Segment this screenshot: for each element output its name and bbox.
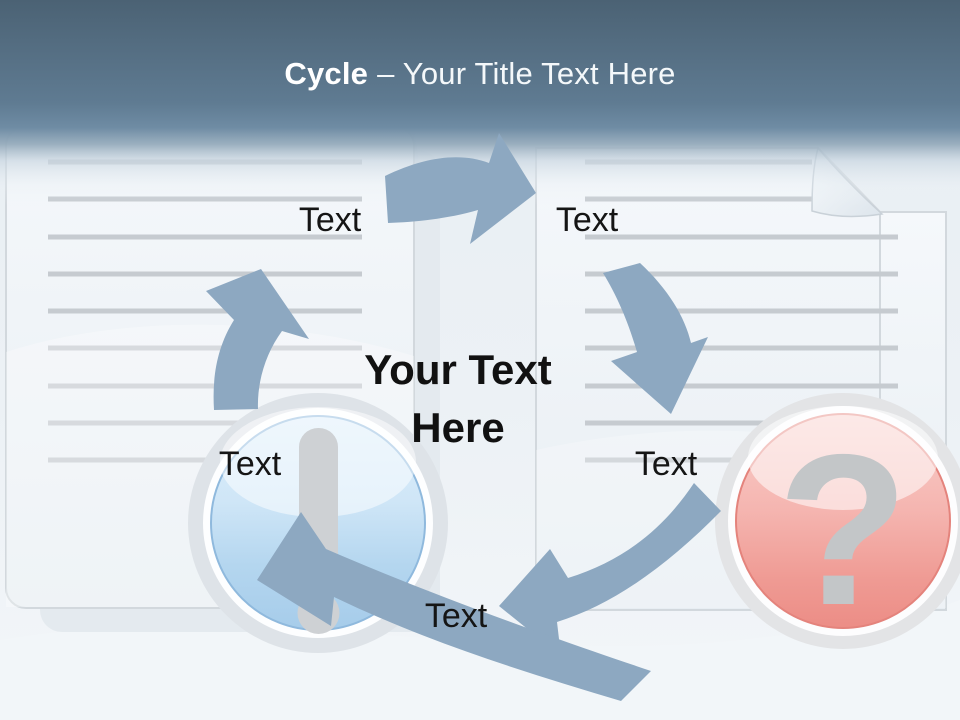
slide-title-keyword: Cycle: [284, 56, 369, 91]
cycle-arrows: [206, 133, 721, 701]
arrow-bottom-left-icon: [257, 512, 651, 701]
slide-title: Cycle– Your Title Text Here: [0, 56, 960, 92]
question-icon: ?: [777, 409, 908, 650]
arrow-bottom-right-icon: [499, 483, 721, 656]
badge-gloss: [748, 406, 938, 510]
step-label-bottom: Text: [424, 597, 488, 635]
arrow-top-icon: [385, 133, 536, 244]
step-label-top-right: Text: [555, 201, 619, 239]
step-label-right: Text: [634, 445, 698, 483]
center-text-placeholder: Your Text Here: [318, 341, 598, 457]
arrow-right-icon: [603, 263, 708, 414]
question-badge: ?: [715, 393, 960, 650]
arrow-left-icon: [206, 269, 309, 410]
step-label-top-left: Text: [298, 201, 362, 239]
center-text-line1: Your Text: [364, 346, 552, 393]
slide-title-text: – Your Title Text Here: [377, 56, 676, 91]
step-label-left: Text: [218, 445, 282, 483]
center-text-line2: Here: [411, 404, 505, 451]
